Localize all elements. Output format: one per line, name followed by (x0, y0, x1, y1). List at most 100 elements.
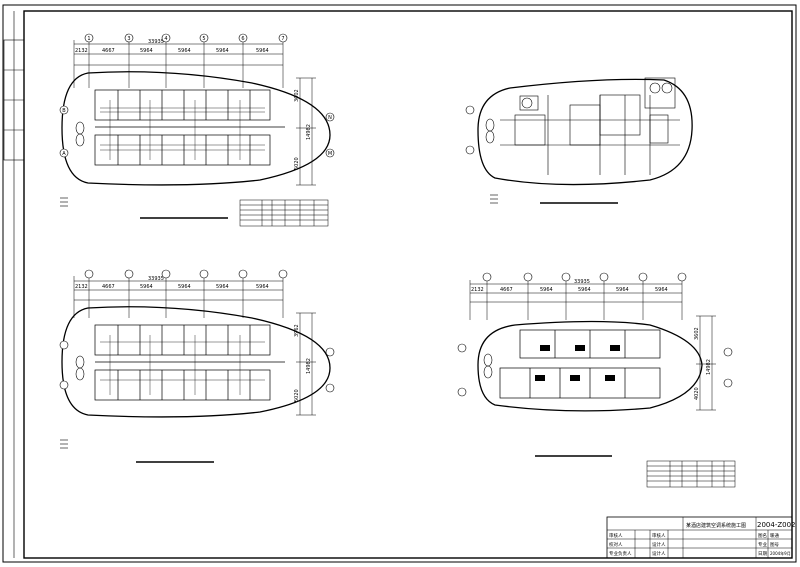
dim-4: 5964 (178, 48, 191, 54)
axis-bubbles (84, 269, 288, 279)
building-outline (61, 306, 331, 418)
dim-right: 4020 (694, 387, 700, 400)
dim-3: 5964 (140, 284, 153, 290)
value-sheet: 图号 (770, 542, 779, 548)
dim-right: 5020 (294, 157, 300, 170)
label-checker: 校对人 (609, 541, 623, 548)
dim-2: 4667 (102, 48, 115, 54)
floor-plan-bottom-right: 33935 2132 4667 5964 5964 5964 5964 (457, 272, 736, 488)
dim-6: 5964 (256, 284, 269, 290)
dim-5: 5964 (616, 287, 629, 293)
axis-label: 1 (87, 36, 90, 42)
label-lead: 专业负责人 (609, 550, 632, 557)
label-reviewer: 审核人 (609, 532, 623, 539)
axis-bubbles (84, 33, 288, 43)
room-partitions (94, 89, 285, 166)
axis-label: M (328, 151, 332, 157)
axis-bubbles (482, 272, 687, 282)
axis-bubble (325, 347, 335, 357)
axis-bubble (325, 112, 335, 122)
axis-bubble (325, 383, 335, 393)
axis-label: 3 (127, 36, 130, 42)
dim-5: 5964 (216, 48, 229, 54)
dim-6: 5964 (655, 287, 668, 293)
dim-right-total: 14982 (306, 124, 312, 140)
room-partitions (499, 329, 661, 399)
dim-6: 5964 (256, 48, 269, 54)
sheet-outer-border (2, 4, 797, 563)
axis-bubble (59, 380, 69, 390)
floor-plan-top-right (465, 77, 693, 204)
dim-1: 2132 (471, 287, 484, 293)
value-date: 2004年9月 (770, 550, 791, 556)
dim-overall: 33935 (148, 276, 164, 282)
legend-table (239, 199, 329, 227)
dim-right: 3602 (694, 327, 700, 340)
dim-2: 4667 (500, 287, 513, 293)
axis-label: 5 (202, 36, 205, 42)
room-partitions (94, 324, 285, 401)
dim-1: 2132 (75, 48, 88, 54)
axis-label: B (62, 108, 66, 114)
sheet-inner-frame (23, 10, 793, 559)
north-symbol (60, 439, 68, 449)
building-outline (477, 78, 693, 186)
dim-4: 5964 (178, 284, 191, 290)
duct-lines (100, 335, 265, 395)
duct-lines (100, 100, 265, 160)
label-designer: 设计人 (652, 541, 666, 548)
axis-bubble (457, 343, 467, 353)
dim-right: 3602 (294, 89, 300, 102)
axis-label: 7 (281, 36, 284, 42)
dim-3: 5964 (540, 287, 553, 293)
axis-bubble (59, 148, 69, 158)
toilet-fixtures (75, 121, 85, 147)
axis-label: 6 (241, 36, 244, 42)
equipment (485, 82, 673, 144)
label-designer-2: 设计人 (652, 550, 666, 557)
toilet-fixtures (75, 355, 85, 381)
dim-2: 4667 (102, 284, 115, 290)
axis-bubble (465, 145, 475, 155)
dim-1: 2132 (75, 284, 88, 290)
label-discipline: 专业 (758, 541, 767, 548)
floor-plan-bottom-left: 33935 2132 4667 5964 5964 5964 5964 (59, 269, 335, 463)
core-rooms (500, 77, 680, 175)
axis-bubble (325, 148, 335, 158)
axis-bubble (59, 340, 69, 350)
project-title: 某酒店建筑空调系统施工图 (686, 522, 746, 529)
dim-overall: 33935 (148, 39, 164, 45)
north-symbol (490, 194, 498, 204)
label-sheet: 图名 (758, 532, 767, 539)
dim-3: 5964 (140, 48, 153, 54)
floor-plan-top-left: 33935 2132 4667 5964 5964 5964 5964 1 3 … (59, 33, 335, 227)
axis-label: 4 (164, 36, 167, 42)
north-symbol (60, 197, 68, 207)
drawing-number: 2004-Z002 (757, 521, 796, 529)
binding-strip (3, 11, 25, 558)
label-reviewer-2: 审核人 (652, 532, 666, 539)
label-date: 日期 (758, 551, 767, 557)
building-outline (477, 320, 703, 412)
dim-right-total: 14982 (306, 358, 312, 374)
axis-bubble (59, 105, 69, 115)
axis-bubble (723, 378, 733, 388)
axis-bubble (723, 347, 733, 357)
axis-label: A (62, 151, 66, 157)
axis-label: N (328, 115, 332, 121)
toilet-fixtures (483, 353, 493, 379)
dim-4: 5964 (578, 287, 591, 293)
dim-5: 5964 (216, 284, 229, 290)
dim-right-total: 14982 (706, 359, 712, 375)
value-discipline: 暖通 (770, 532, 779, 539)
axis-bubble (457, 387, 467, 397)
axis-bubble (465, 105, 475, 115)
equipment-blocks (535, 345, 620, 381)
legend-table (646, 460, 736, 488)
building-outline (61, 71, 331, 186)
dim-right: 5020 (294, 389, 300, 402)
dim-overall: 33935 (574, 279, 590, 285)
title-block: 某酒店建筑空调系统施工图 2004-Z002 审核人 校对人 专业负责人 审核人… (606, 516, 796, 559)
dim-right: 3962 (294, 324, 300, 337)
